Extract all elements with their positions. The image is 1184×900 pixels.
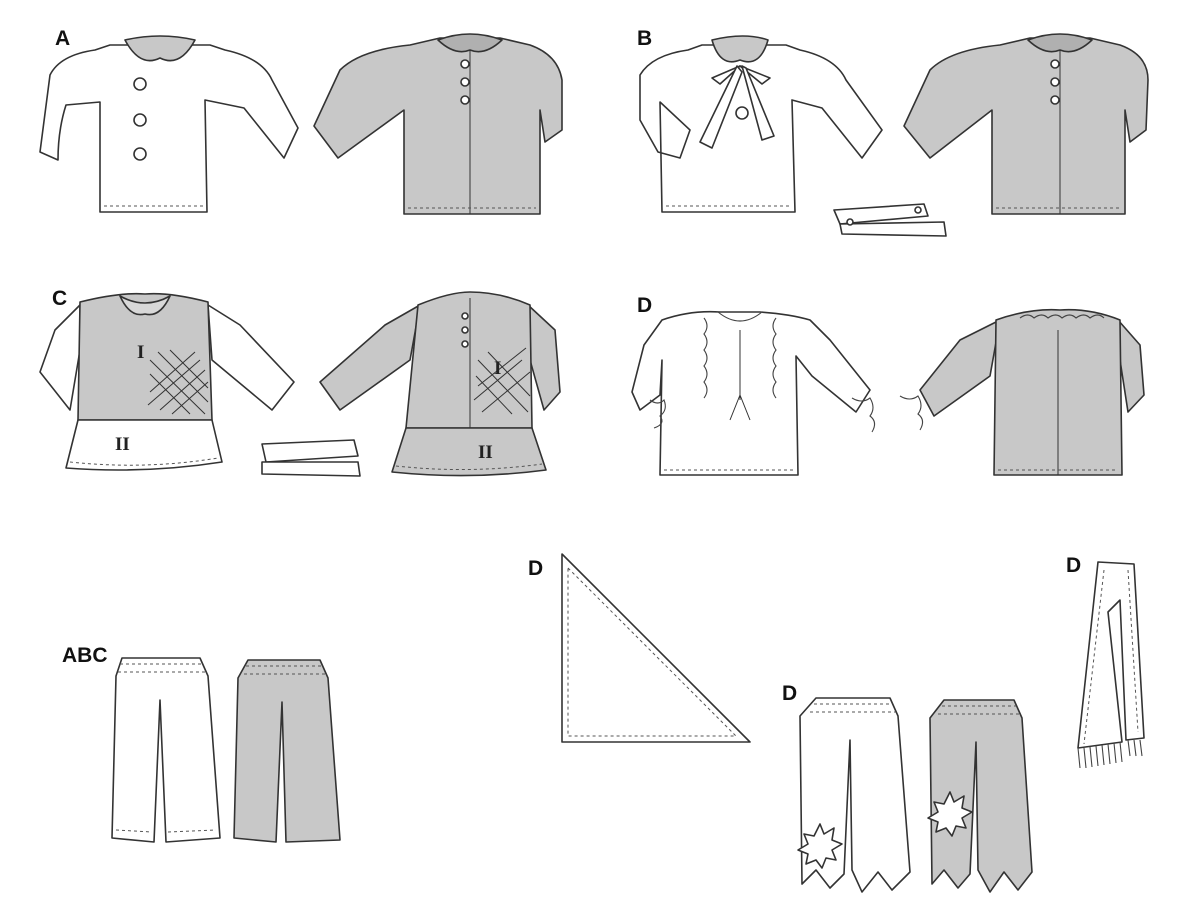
- button-icon: [1050, 77, 1060, 87]
- view-c-label: C: [52, 287, 67, 310]
- abc-trousers-front: [111, 657, 221, 843]
- panel-mark-ii: II: [115, 434, 130, 455]
- view-c-tunic-back: I II: [319, 291, 561, 477]
- d-trousers-back: [927, 699, 1033, 893]
- view-d-scarf-group: D: [528, 553, 751, 743]
- view-b-blouse-front: [639, 35, 883, 213]
- flower-appliqué-icon: [927, 791, 973, 837]
- view-d-scarf-label: D: [528, 557, 543, 580]
- view-b-blouse-back: [903, 33, 1149, 215]
- view-a-blouse-back: [313, 33, 563, 215]
- view-c-belt: [261, 439, 361, 477]
- view-a-group: A: [39, 27, 563, 215]
- view-b-belt: [833, 203, 947, 237]
- view-d-blouse-back: [899, 308, 1145, 476]
- view-d-blouse-label: D: [637, 294, 652, 317]
- button-icon: [460, 59, 470, 69]
- view-a-label: A: [55, 27, 70, 50]
- view-abc-trousers-label: ABC: [62, 644, 108, 667]
- button-icon: [1050, 95, 1060, 105]
- view-d-trousers-group: D: [782, 682, 1033, 893]
- d-trousers-front: [797, 697, 911, 893]
- button-icon: [735, 106, 749, 120]
- view-c-tunic-front: I II: [39, 292, 295, 471]
- button-icon: [133, 77, 147, 91]
- view-d-stole-label: D: [1066, 554, 1081, 577]
- view-d-trousers-label: D: [782, 682, 797, 705]
- button-icon: [1050, 59, 1060, 69]
- triangle-scarf: [561, 553, 751, 743]
- button-icon: [460, 77, 470, 87]
- panel-mark-i: I: [494, 358, 501, 379]
- view-a-blouse-front: [39, 35, 299, 213]
- panel-mark-ii: II: [478, 442, 493, 463]
- long-scarf: [1077, 561, 1145, 769]
- bow-icon: [711, 65, 741, 85]
- view-b-label: B: [637, 27, 652, 50]
- view-d-blouse-group: D: [631, 294, 1145, 476]
- button-icon: [133, 147, 147, 161]
- view-d-blouse-front: [631, 310, 876, 476]
- view-abc-trousers-group: ABC: [62, 644, 341, 843]
- panel-mark-i: I: [137, 342, 144, 363]
- button-icon: [133, 113, 147, 127]
- abc-trousers-back: [233, 659, 341, 843]
- view-c-group: C I II: [39, 287, 561, 477]
- view-b-group: B: [637, 27, 1149, 237]
- view-d-stole-group: D: [1066, 554, 1145, 769]
- button-icon: [460, 95, 470, 105]
- flower-appliqué-icon: [797, 823, 843, 869]
